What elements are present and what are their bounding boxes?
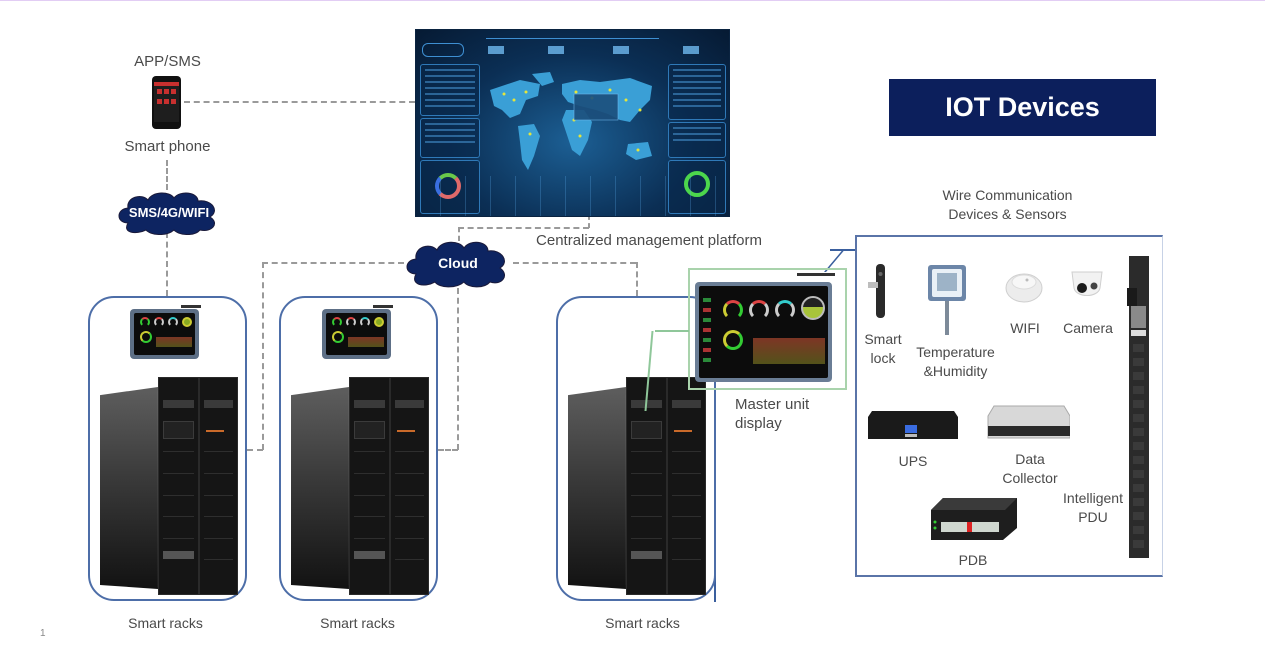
slide-page-number: 1	[40, 628, 46, 639]
camera-icon	[1070, 266, 1104, 304]
connector-cloud-right	[513, 262, 636, 264]
devices-heading-line1: Wire Communication	[942, 187, 1073, 203]
network-cloud: SMS/4G/WIFI	[114, 189, 224, 235]
connector-cloud-rack3	[636, 262, 638, 296]
pdu-label-line1: Intelligent	[1063, 490, 1123, 506]
thermometer-sensor-icon	[926, 263, 968, 337]
dashboard-ring-panel	[668, 160, 726, 214]
connector-platform-cloud-drop	[458, 227, 460, 241]
rack-group-frame-3	[556, 296, 716, 601]
master-display-label: Master unit display	[735, 395, 809, 433]
antenna-icon	[373, 305, 393, 308]
master-display-label-line2: display	[735, 415, 782, 432]
connector-cloud-rack2-v	[457, 288, 459, 450]
phone-bottom-label: Smart phone	[124, 138, 211, 155]
connector-cloud-rack1-h	[247, 449, 263, 451]
smart-lock-label-line2: lock	[870, 350, 896, 366]
pdb-label: PDB	[958, 552, 988, 568]
smart-lock-label-line1: Smart	[864, 331, 902, 347]
pdu-label-line2: PDU	[1078, 509, 1108, 525]
connector-master-callout-h	[655, 330, 689, 332]
temp-humidity-label-line2: &Humidity	[923, 363, 988, 379]
data-collector-label-line2: Collector	[1002, 470, 1058, 486]
smart-rack-cabinet	[568, 377, 706, 595]
phone-top-label: APP/SMS	[134, 53, 201, 70]
connector-phone-platform	[184, 101, 415, 103]
master-display-label-line1: Master unit	[735, 396, 810, 413]
smart-lock-icon	[866, 262, 888, 322]
dashboard-floor-grid	[416, 176, 729, 216]
connector-network-rack1	[166, 232, 168, 296]
data-collector-label: Data Collector	[998, 450, 1062, 488]
dashboard-stat	[671, 42, 711, 56]
connector-display-devices-h	[830, 249, 856, 251]
devices-heading-line2: Devices & Sensors	[948, 206, 1067, 222]
connector-cloud-left	[262, 262, 404, 264]
camera-label: Camera	[1063, 320, 1113, 336]
temp-humidity-label-line1: Temperature	[916, 344, 995, 360]
platform-label: Centralized management platform	[536, 232, 762, 249]
connector-phone-network	[166, 160, 168, 190]
central-cloud: Cloud	[402, 238, 514, 288]
world-map	[490, 72, 652, 170]
iot-devices-title: IOT Devices	[889, 79, 1156, 136]
dashboard-panel	[668, 64, 726, 120]
dashboard-stat	[601, 42, 641, 56]
network-cloud-label: SMS/4G/WIFI	[128, 205, 210, 220]
pdu-icon	[1127, 254, 1150, 560]
rack-group-frame-1	[88, 296, 247, 601]
smart-lock-label: Smart lock	[858, 330, 908, 368]
dashboard-panel	[420, 118, 480, 158]
dashboard-title-bar	[486, 30, 659, 39]
wifi-sensor-icon	[1005, 268, 1043, 304]
rack-display-tablet	[130, 309, 199, 359]
central-cloud-label: Cloud	[438, 255, 478, 271]
rack-group-frame-2	[279, 296, 438, 601]
ups-icon	[868, 409, 958, 441]
devices-box	[855, 235, 1163, 577]
master-display-tablet	[695, 282, 832, 382]
pdu-label: Intelligent PDU	[1058, 489, 1128, 527]
management-platform-dashboard	[415, 29, 730, 217]
dashboard-donut-panel	[420, 160, 480, 214]
antenna-icon	[797, 273, 835, 276]
connector-cloud-rack2-h	[438, 449, 458, 451]
smartphone-icon	[151, 75, 182, 130]
rack-display-tablet	[322, 309, 391, 359]
connector-platform-cloud	[458, 227, 589, 229]
slide-top-border	[0, 0, 1265, 1]
dashboard-panel	[420, 64, 480, 116]
ups-label: UPS	[898, 453, 928, 469]
dashboard-logo	[422, 43, 464, 57]
smart-rack-cabinet	[291, 377, 429, 595]
wifi-label: WIFI	[1010, 320, 1040, 336]
cloud-shape-icon	[118, 192, 215, 235]
master-display-callout	[688, 268, 847, 390]
devices-heading: Wire Communication Devices & Sensors	[920, 186, 1095, 224]
connector-platform-down	[588, 215, 590, 228]
pdb-icon	[929, 496, 1019, 542]
data-collector-label-line1: Data	[1015, 451, 1045, 467]
antenna-icon	[181, 305, 201, 308]
cloud-shape-icon	[406, 241, 505, 288]
data-collector-icon	[986, 404, 1071, 440]
rack-label-2: Smart racks	[320, 615, 395, 631]
rack-label-1: Smart racks	[128, 615, 203, 631]
dashboard-panel	[668, 122, 726, 158]
dashboard-stat	[536, 42, 576, 56]
connector-cloud-rack1-v	[262, 262, 264, 450]
rack-label-3: Smart racks	[605, 615, 680, 631]
temp-humidity-label: Temperature &Humidity	[908, 343, 1003, 381]
smart-rack-cabinet	[100, 377, 238, 595]
dashboard-stat	[476, 42, 516, 56]
